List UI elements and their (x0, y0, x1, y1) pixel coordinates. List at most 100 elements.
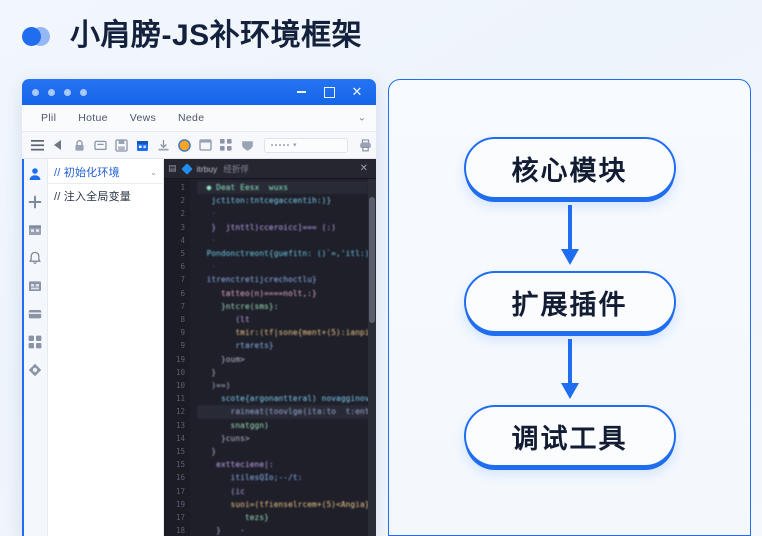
line-number: 15 (175, 460, 185, 470)
line-number: 2 (180, 196, 185, 206)
diagram-panel: 核心模块 扩展插件 调试工具 (388, 79, 751, 536)
scrollbar-thumb[interactable] (369, 197, 375, 323)
bell-icon[interactable] (27, 250, 42, 265)
line-number: 10 (175, 381, 185, 391)
toolbar-dropdown-field[interactable]: ▾ (264, 137, 348, 153)
field-dot (279, 144, 281, 146)
editor-tab-subtitle: 经折俘 (223, 163, 249, 174)
download-icon[interactable] (153, 135, 173, 155)
code-line: · (197, 235, 217, 245)
editor-scrollbar[interactable] (368, 179, 376, 536)
shield-icon[interactable] (237, 135, 257, 155)
line-number: 9 (180, 328, 185, 338)
calendar-blue-icon[interactable] (132, 135, 152, 155)
close-button[interactable]: ✕ (351, 84, 363, 99)
orange-circle-icon[interactable] (174, 135, 194, 155)
code-line: raineat(toovlge(ita:to t:ent} (197, 405, 368, 419)
calendar-icon[interactable] (27, 222, 42, 237)
grid-icon[interactable] (216, 135, 236, 155)
menu-overflow-chevron-icon[interactable]: ⌄ (357, 112, 366, 124)
diamond-icon[interactable] (27, 362, 42, 377)
line-number: 7 (180, 301, 185, 311)
titlebar-dot (32, 88, 39, 96)
menu-bar: Plil Hotue Vews Nede ⌄ (22, 105, 376, 132)
code-line: extteciene|: (197, 460, 274, 470)
field-dot (287, 144, 289, 146)
menu-item-home[interactable]: Hotue (78, 112, 108, 124)
arrow-head (560, 383, 579, 399)
line-number: 8 (180, 315, 185, 325)
person-icon[interactable] (27, 166, 42, 181)
folder-icon[interactable] (90, 135, 110, 155)
save-icon[interactable] (111, 135, 131, 155)
menu-item-views[interactable]: Vews (129, 112, 157, 124)
editor-tab-name[interactable]: itrbuy (196, 163, 218, 174)
flow-arrow-down-icon (560, 339, 579, 401)
code-line: suoi=(tfienselrcem+(5)<Angia} (197, 499, 368, 509)
brand-dual-circle-logo (18, 23, 56, 49)
code-line: snatggn) (197, 420, 269, 430)
code-line: · (197, 209, 217, 219)
code-line: tatteo(n)====nolt,:} (197, 288, 317, 298)
code-line: }oum> (197, 354, 245, 364)
flow-node-core-module[interactable]: 核心模块 (463, 137, 676, 199)
line-number: 9 (180, 341, 185, 351)
lock-icon[interactable] (69, 135, 89, 155)
code-line: tmir:(tf|sone{ment+(5):ianpia} (197, 328, 368, 338)
line-number: 17 (175, 486, 185, 496)
toolbar: ▾ ⌄ ✕ (22, 132, 376, 159)
flow-node-debug-tools[interactable]: 调试工具 (463, 405, 676, 467)
line-number: 19 (175, 354, 185, 364)
arrow-shaft (567, 339, 572, 385)
page-header: 小肩膀-JS补环境框架 (0, 0, 762, 72)
explorer-item-label: // 注入全局变量 (54, 190, 131, 203)
flow-arrow-down-icon (560, 205, 579, 267)
flowchart: 核心模块 扩展插件 调试工具 (389, 137, 750, 467)
line-number: 1 (180, 183, 185, 192)
code-line: · (197, 262, 217, 272)
arrow-head (560, 249, 579, 265)
explorer-item-init-env[interactable]: // 初始化环境 ⌄ (48, 161, 163, 184)
arrow-shaft (567, 205, 572, 251)
plus-icon[interactable] (27, 194, 42, 209)
code-line: jctiton:tntcegaccentih:)} (197, 196, 332, 206)
window-icon[interactable] (195, 135, 215, 155)
code-line: (lt (197, 315, 250, 325)
grid-apps-icon[interactable] (27, 334, 42, 349)
panel-icon[interactable]: ▤ (168, 163, 177, 173)
code-line: itrenctretijcrechoctlu} (197, 275, 317, 285)
code-line: }ntcre(sms}: (197, 301, 279, 311)
titlebar-dot (48, 88, 55, 96)
explorer-item-inject-globals[interactable]: // 注入全局变量 (48, 184, 163, 207)
maximize-button[interactable] (316, 81, 342, 103)
code-line: } (197, 367, 217, 377)
code-line: itilesQIo;--/t: (197, 473, 303, 483)
chevron-down-icon[interactable]: ⌄ (150, 167, 157, 177)
page-title: 小肩膀-JS补环境框架 (70, 19, 363, 52)
hamburger-menu-icon[interactable] (27, 135, 47, 155)
code-line: ● Deat Eesx wuxs (197, 181, 368, 195)
menu-item-file[interactable]: Plil (41, 112, 57, 124)
calendar-alt-icon[interactable] (27, 278, 42, 293)
line-number: 10 (175, 367, 185, 377)
line-number: 13 (175, 420, 185, 430)
code-line: (ic (197, 486, 245, 496)
minimize-button[interactable] (288, 81, 314, 103)
activity-bar (22, 159, 48, 536)
back-arrow-icon[interactable] (48, 135, 68, 155)
code-line: } jtnttl)cceroicc]=== (:) (197, 222, 337, 232)
printer-icon[interactable] (355, 135, 375, 155)
line-number: 14 (175, 433, 185, 443)
code-content[interactable]: ● Deat Eesx wuxs jctiton:tntcegaccentih:… (190, 179, 368, 536)
editor-tab-close-icon[interactable]: ✕ (359, 163, 368, 174)
menu-item-mode[interactable]: Nede (178, 112, 205, 124)
code-line: } · (197, 526, 245, 536)
code-line: )==) (197, 381, 231, 391)
flow-node-extension-plugin[interactable]: 扩展插件 (463, 271, 676, 333)
wallet-icon[interactable] (27, 306, 42, 321)
field-chevron-down-icon: ▾ (293, 142, 297, 149)
explorer-item-label: // 初始化环境 (54, 167, 120, 179)
logo-circle-front (22, 27, 41, 46)
